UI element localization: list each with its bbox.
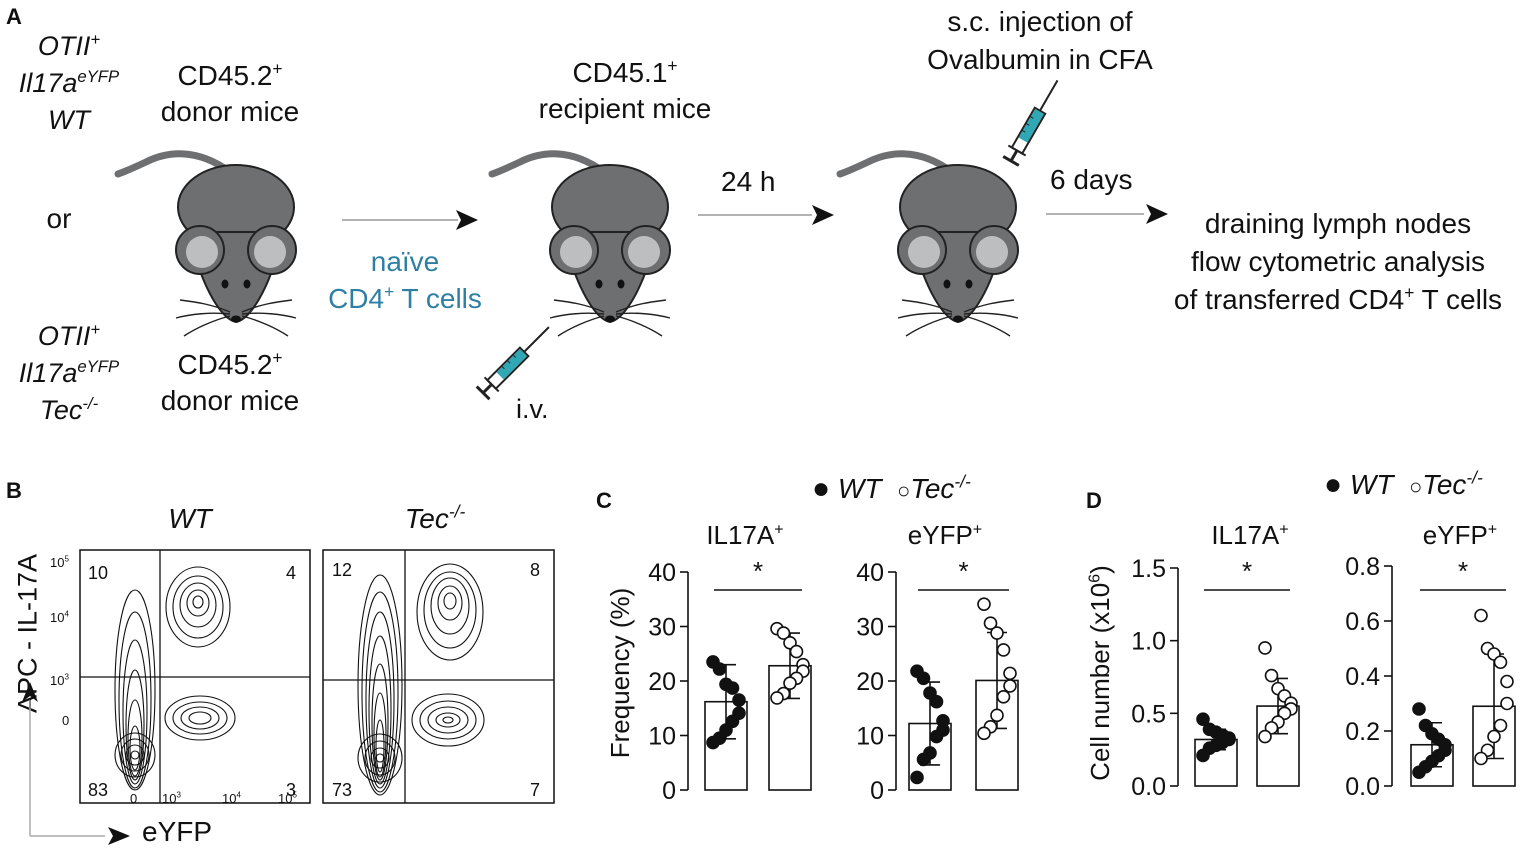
chart-d-3-bar-wt-point (1412, 702, 1426, 716)
chart-c-0-bar-tec-point (770, 691, 784, 705)
time-6days-label: 6 days (1050, 164, 1133, 195)
legend-d-tec-label: Tec-/- (1422, 467, 1483, 500)
donor2-genotype: OTII+ Il17aeYFP Tec-/- (18, 320, 120, 425)
chart-c-1-bar-tec-point (990, 708, 1004, 723)
legend-d: ● WT ○Tec-/- (1324, 467, 1483, 501)
flow-ytick-1e4: 104 (50, 609, 69, 625)
chart-d-3-bar-tec-point (1493, 718, 1508, 733)
transfer-label: naïve CD4+ T cells (328, 246, 482, 314)
legend-wt-filled-marker: ● (812, 472, 831, 505)
legend-d-wt-filled-marker: ● (1324, 468, 1343, 501)
chart-c-1-bar-tec-point (983, 616, 998, 631)
chart-d-3-bar-tec-point (1500, 696, 1514, 711)
chart-c-1-significance-star: * (958, 556, 968, 586)
flow-x-axis-label: eYFP (142, 816, 213, 847)
chart-c-1-bar-tec-point (977, 597, 991, 611)
chart-c-1-ytick-label: 0 (870, 777, 884, 805)
flow-ytick-0: 0 (62, 713, 70, 728)
flow-ytick-1e3: 103 (50, 672, 69, 688)
chart-c-0-significance-star: * (753, 556, 763, 586)
or-text: or (46, 203, 72, 234)
legend-c: ● WT ○Tec-/- (812, 471, 971, 505)
c-title-eyfp: eYFP+ (907, 520, 983, 550)
chart-c-1-bar-wt-point (910, 770, 924, 785)
chart-d-2-ytick-label: 1.0 (1131, 628, 1166, 656)
chart-c-0-ytick-label: 20 (648, 668, 676, 696)
chart-c-1-bar-tec-point (977, 726, 991, 741)
injection-label: s.c. injection of Ovalbumin in CFA (927, 6, 1153, 75)
legend-d-wt-label: WT (1349, 469, 1394, 500)
chart-d-3-ytick-label: 0.6 (1345, 608, 1380, 636)
legend-d-tec-open-marker: ○ (1409, 474, 1423, 499)
chart-d-2-bar-tec-point (1264, 668, 1279, 683)
chart-d-2-ytick-label: 0.5 (1131, 700, 1166, 728)
chart-c-0-ytick-label: 10 (648, 723, 676, 751)
chart-c-0-bar-tec-point (789, 644, 804, 659)
chart-d-3-bar-wt-point (1412, 765, 1426, 780)
chart-c-1-bar-tec-point (990, 626, 1004, 640)
chart-d-2-significance-star: * (1242, 556, 1252, 586)
chart-d-2-bar-tec-point (1258, 641, 1272, 655)
chart-c-0-bar-wt-point (712, 662, 727, 676)
chart-d-3-bar-tec-point (1474, 608, 1488, 623)
chart-d-3-ytick-label: 0.8 (1345, 553, 1380, 581)
chart-c-1-bar-tec-point (1003, 666, 1017, 681)
chart-c-0-ytick-label: 30 (648, 614, 676, 642)
legend-tec-open-marker: ○ (897, 478, 911, 503)
flow-title-tec: Tec-/- (404, 501, 466, 534)
chart-d-3-ytick-label: 0.0 (1345, 773, 1380, 801)
chart-d-3-bar-tec-point (1493, 655, 1508, 670)
chart-d-2-ytick-label: 0.0 (1131, 773, 1166, 801)
chart-c-1-ytick-label: 10 (856, 723, 884, 751)
chart-d-3-bar-tec-point (1474, 751, 1488, 766)
chart-d-2-ytick-label: 1.5 (1131, 555, 1166, 583)
chart-d-3-ytick-label: 0.4 (1345, 663, 1380, 691)
chart-c-0-bar-tec-point (783, 676, 797, 690)
panel-letter-b: B (6, 478, 22, 503)
chart-d-3-bar-tec-point (1487, 729, 1501, 744)
donor1-genotype: OTII+ Il17aeYFP WT (18, 30, 120, 135)
chart-d-3-significance-star: * (1458, 556, 1468, 586)
time-24h-label: 24 h (721, 166, 776, 197)
flow-ytick-1e5: 105 (50, 554, 69, 570)
chart-c-1-bar-tec-point (996, 643, 1011, 657)
c-title-il17a: IL17A+ (706, 520, 784, 550)
chart-c-1-bar-tec-point (1003, 679, 1017, 693)
chart-d-3-bar-tec-point (1500, 674, 1514, 689)
chart-c-0-bar-wt-point (706, 735, 720, 750)
donor-bottom-label: CD45.2+ donor mice (160, 347, 300, 416)
chart-c-0-bar-tec-point (776, 626, 791, 640)
chart-d-3-ytick-label: 0.2 (1345, 718, 1380, 746)
chart-c-0-ytick-label: 40 (648, 559, 676, 587)
recipient-label: CD45.1+ recipient mice (538, 55, 712, 124)
chart-c-0-ytick-label: 0 (662, 777, 676, 805)
legend-tec-label: Tec-/- (910, 471, 971, 504)
legend-wt-label: WT (837, 473, 882, 504)
chart-c-1-ytick-label: 20 (856, 668, 884, 696)
flow-title-wt: WT (168, 503, 212, 534)
chart-d-2-bar-wt-point (1196, 712, 1210, 726)
outcome-label: draining lymph nodes flow cytometric ana… (1173, 208, 1503, 315)
chart-c-0-bar-wt-point (725, 681, 740, 695)
panel-letter-d: D (1086, 488, 1102, 513)
chart-c-0-bar-wt-point (732, 693, 746, 707)
d-title-il17a: IL17A+ (1211, 520, 1289, 550)
chart-d-2-bar-wt-point (1196, 748, 1210, 763)
panel-letter-a: A (6, 4, 22, 29)
chart-c-1-bar-wt-point (929, 694, 944, 709)
chart-c-1-bar-wt-point (916, 752, 931, 767)
chart-c-1-ytick-label: 40 (856, 559, 884, 587)
chart-c-1-bar-tec-point (996, 690, 1011, 704)
chart-c-1-bar-wt-point (929, 729, 944, 744)
panel-letter-c: C (596, 488, 612, 513)
chart-d-2-bar-tec-point (1258, 729, 1272, 744)
d-title-eyfp: eYFP+ (1422, 520, 1498, 550)
chart-c-1-bar-wt-point (916, 671, 931, 686)
donor-top-label: CD45.2+ donor mice (160, 58, 300, 127)
chart-c-1-ytick-label: 30 (856, 614, 884, 642)
